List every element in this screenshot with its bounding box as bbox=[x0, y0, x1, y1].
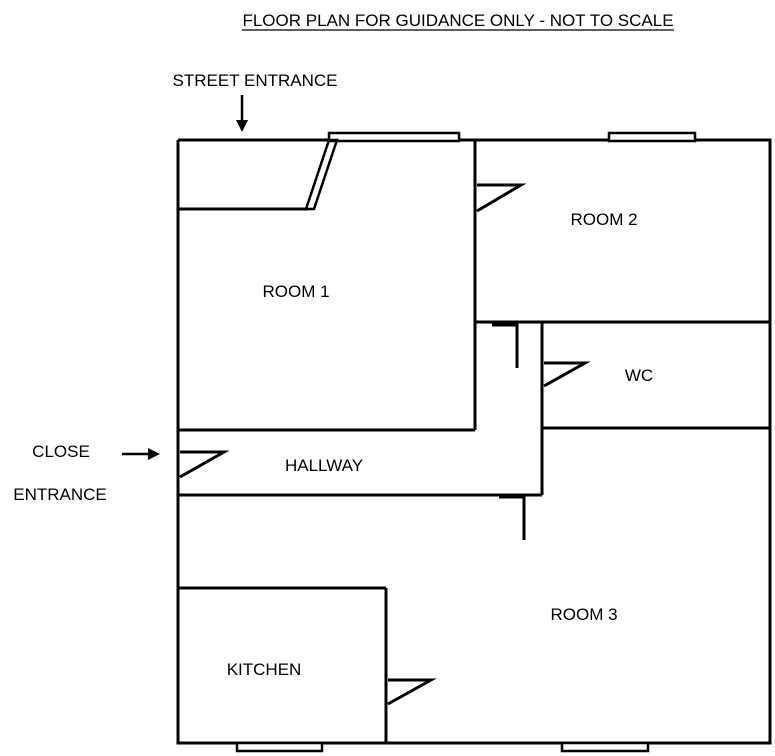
door-close-entrance bbox=[179, 450, 230, 479]
door-hall-room1 bbox=[492, 323, 519, 368]
window-room1 bbox=[327, 131, 461, 143]
door-kitchen bbox=[387, 678, 437, 706]
street-entrance-arrow-icon bbox=[236, 95, 248, 132]
outer-walls bbox=[176, 138, 772, 745]
kitchen-label: KITCHEN bbox=[227, 660, 302, 679]
wc-walls bbox=[540, 322, 770, 495]
window-room2 bbox=[607, 131, 697, 143]
close-entrance-label-line1: CLOSE bbox=[32, 442, 90, 461]
room2-label: ROOM 2 bbox=[570, 210, 637, 229]
close-entrance-label-line2: ENTRANCE bbox=[13, 485, 107, 504]
room1-walls bbox=[178, 138, 477, 432]
door-wc bbox=[543, 361, 591, 388]
plan-title: FLOOR PLAN FOR GUIDANCE ONLY - NOT TO SC… bbox=[242, 11, 673, 30]
door-room2 bbox=[476, 183, 527, 213]
kitchen-walls bbox=[178, 586, 388, 743]
window-kitchen bbox=[235, 741, 324, 753]
door-room3 bbox=[499, 495, 526, 540]
room1-label: ROOM 1 bbox=[262, 282, 329, 301]
room3-label: ROOM 3 bbox=[550, 605, 617, 624]
hallway-label: HALLWAY bbox=[285, 456, 363, 475]
window-room3 bbox=[560, 741, 650, 753]
wc-label: WC bbox=[625, 366, 653, 385]
street-entrance-label: STREET ENTRANCE bbox=[173, 71, 338, 90]
close-entrance-arrow-icon bbox=[122, 448, 160, 460]
